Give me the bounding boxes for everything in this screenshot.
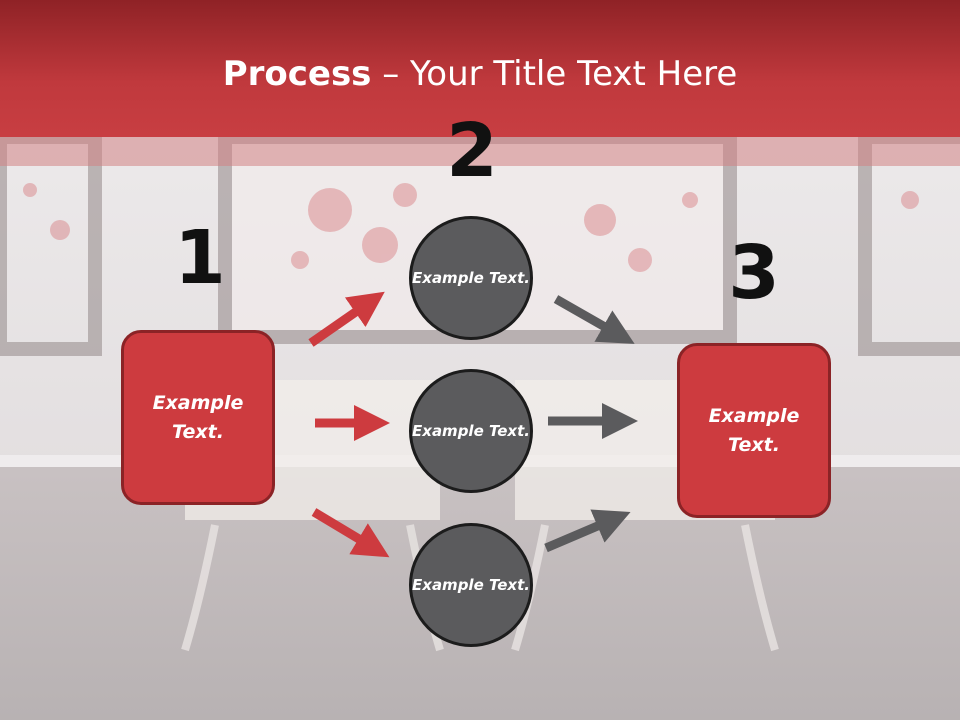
header-bar [0, 0, 960, 137]
slide-title: Process – Your Title Text Here [0, 52, 960, 96]
arrow-red-down [311, 508, 390, 558]
step-3-text: Example Text. [708, 404, 800, 456]
step-number-1: 1 [174, 215, 226, 301]
step-3-box: Example Text. [677, 343, 831, 518]
circle-middle: Example Text. [409, 369, 533, 493]
arrow-gray-up [544, 509, 631, 553]
circle-bottom-text: Example Text. [412, 575, 530, 594]
step-number-2: 2 [446, 108, 498, 194]
arrow-gray-down [553, 295, 635, 344]
step-1-box: Example Text. [121, 330, 275, 505]
step-number-3: 3 [728, 230, 780, 316]
circle-middle-text: Example Text. [412, 421, 530, 440]
title-bold: Process [222, 54, 372, 94]
circle-bottom: Example Text. [409, 523, 533, 647]
arrow-red-up [308, 291, 385, 347]
header-band [0, 137, 960, 166]
title-rest: – Your Title Text Here [371, 54, 738, 94]
circle-top-text: Example Text. [412, 268, 530, 287]
step-1-text: Example Text. [152, 391, 244, 443]
circle-top: Example Text. [409, 216, 533, 340]
